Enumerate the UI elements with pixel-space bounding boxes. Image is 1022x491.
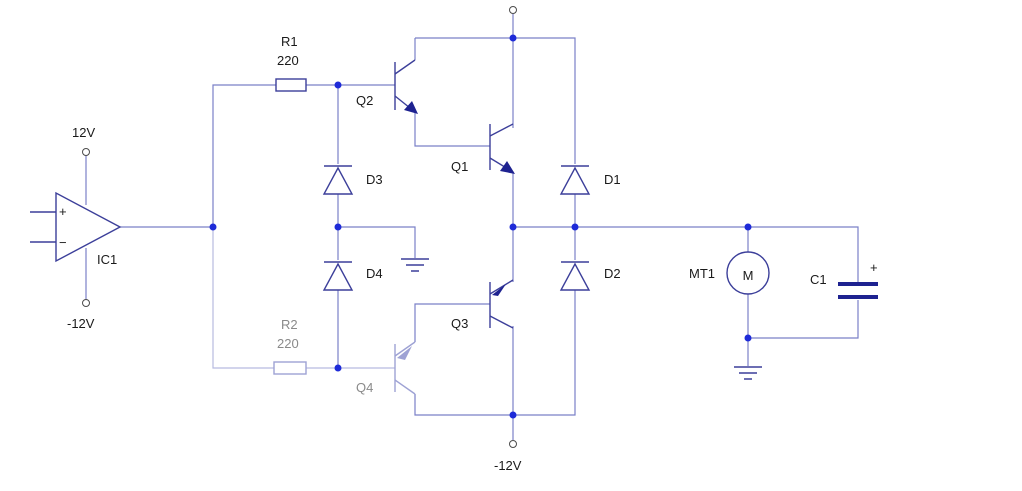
wire-top-rail [415, 37, 576, 164]
q4-collector [394, 379, 416, 395]
wire-q3-base [414, 303, 490, 342]
diode-d3: D3 [322, 165, 383, 195]
wire-q2-emitter [414, 112, 490, 147]
label-q3: Q3 [451, 316, 468, 331]
d4-triangle [322, 262, 354, 291]
label-q1: Q1 [451, 159, 468, 174]
q3-emitter-arrow [492, 284, 506, 296]
d2-triangle [559, 262, 591, 291]
diode-d2: D2 [559, 261, 621, 291]
transistor-q1: Q1 [451, 123, 515, 174]
opamp-minus-sign: − [59, 235, 67, 250]
q4-emitter-arrow [397, 346, 412, 360]
label-d4: D4 [366, 266, 383, 281]
q3-collector [489, 315, 514, 329]
label-opamp-12v: 12V [72, 125, 95, 140]
terminal-opamp-vpos [82, 148, 90, 156]
label-r1-name: R1 [281, 34, 298, 49]
node-r1-d3 [334, 81, 342, 89]
terminal-opamp-vneg [82, 299, 90, 307]
motor-symbol-m: M [743, 268, 754, 283]
node-output-d [571, 223, 579, 231]
node-output-q [509, 223, 517, 231]
label-ic1: IC1 [97, 252, 117, 267]
wires [85, 14, 859, 440]
node-motor-bottom [744, 334, 752, 342]
wire-bottom-rail [414, 290, 576, 416]
q2-collector [394, 59, 416, 75]
label-mt1: MT1 [689, 266, 715, 281]
q2-emitter-arrow [404, 101, 418, 114]
label-opamp-neg12v: -12V [67, 316, 95, 331]
label-bottom-rail-neg12v: -12V [494, 458, 522, 473]
label-d2: D2 [604, 266, 621, 281]
label-r1-value: 220 [277, 53, 299, 68]
transistor-q2: Q2 [356, 59, 418, 114]
label-c1: C1 [810, 272, 827, 287]
ground-symbol-motor [734, 366, 762, 380]
q4-emitter [394, 341, 416, 357]
q1-collector [489, 123, 514, 137]
opamp-ic1: + − IC1 12V -12V [30, 125, 122, 331]
label-r2-name: R2 [281, 317, 298, 332]
r1-body [275, 78, 307, 92]
d1-triangle [559, 166, 591, 195]
capacitor-c1: + C1 [810, 260, 878, 299]
ground-center-lines [401, 258, 429, 272]
transistor-q4: Q4 [356, 341, 416, 395]
node-bottom-rail [509, 411, 517, 419]
terminals [82, 6, 517, 448]
resistor-r2: R2 220 [273, 317, 307, 375]
motor-circle [726, 251, 770, 295]
c1-polarity-sign: + [870, 260, 878, 275]
q3-emitter [489, 279, 514, 295]
terminal-top-supply [509, 6, 517, 14]
transistor-q3: Q3 [451, 279, 514, 331]
wire-left-bus-top [212, 84, 276, 227]
opamp-plus-sign: + [59, 204, 67, 219]
q1-emitter-arrow [500, 161, 515, 174]
node-motor-top [744, 223, 752, 231]
terminal-bottom-supply [509, 440, 517, 448]
node-d3-d4 [334, 223, 342, 231]
wire-output-node [513, 226, 859, 284]
wire-left-bus-bottom [212, 227, 274, 369]
d3-triangle [322, 166, 354, 195]
node-top-rail [509, 34, 517, 42]
label-r2-value: 220 [277, 336, 299, 351]
label-d1: D1 [604, 172, 621, 187]
ground-motor-lines [734, 366, 762, 380]
label-q4: Q4 [356, 380, 373, 395]
opamp-triangle [55, 191, 122, 263]
diode-d4: D4 [322, 261, 383, 291]
r2-body [273, 361, 307, 375]
wire-c1-bottom [748, 300, 859, 339]
diode-d1: D1 [559, 165, 621, 195]
wire-mid-ground [338, 226, 416, 258]
ground-symbol-center [401, 258, 429, 272]
label-q2: Q2 [356, 93, 373, 108]
node-left-bus [209, 223, 217, 231]
node-r2-d4 [334, 364, 342, 372]
resistor-r1: R1 220 [275, 34, 307, 92]
motor-mt1: M MT1 [689, 251, 770, 295]
label-d3: D3 [366, 172, 383, 187]
junction-nodes [209, 34, 752, 419]
